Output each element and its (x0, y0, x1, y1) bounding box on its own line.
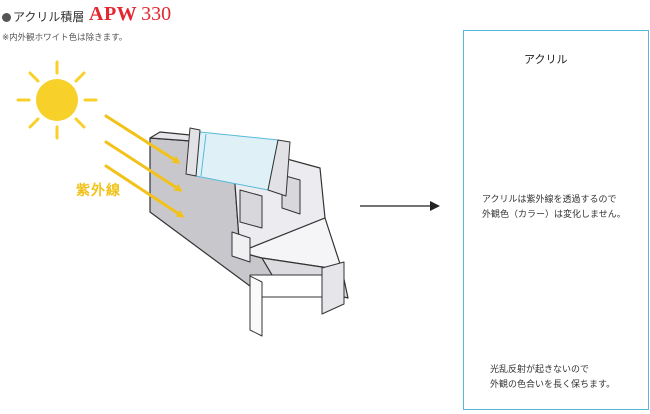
window-frame-section (149, 127, 349, 337)
sun-icon (16, 60, 98, 140)
description-top: アクリルは紫外線を透過するので 外観色（カラー）は変化しません。 (482, 193, 626, 223)
header-note: ※内外観ホワイト色は除きます。 (2, 33, 128, 43)
description-bottom: 光乱反射が起きないので 外観の色合いを長く保ちます。 (490, 363, 615, 393)
model-number: 330 (141, 3, 172, 25)
right-arrow-icon (360, 201, 440, 211)
description-bottom-line-1: 光乱反射が起きないので (490, 365, 590, 375)
acrylic-label: アクリル (524, 53, 568, 66)
uv-label: 紫外線 (76, 183, 121, 199)
explanation-panel: アクリル アクリルは紫外線を透過するので 外観色（カラー）は変化しません。 光乱… (463, 30, 649, 410)
description-top-line-1: アクリルは紫外線を透過するので (482, 195, 617, 205)
uv-arrows (104, 114, 185, 218)
description-bottom-line-2: 外観の色合いを長く保ちます。 (490, 380, 616, 390)
description-top-line-2: 外観色（カラー）は変化しません。 (482, 210, 626, 220)
brand-name: APW (89, 3, 138, 25)
bullet-icon (2, 13, 11, 22)
header-title: アクリル積層 (13, 10, 85, 24)
